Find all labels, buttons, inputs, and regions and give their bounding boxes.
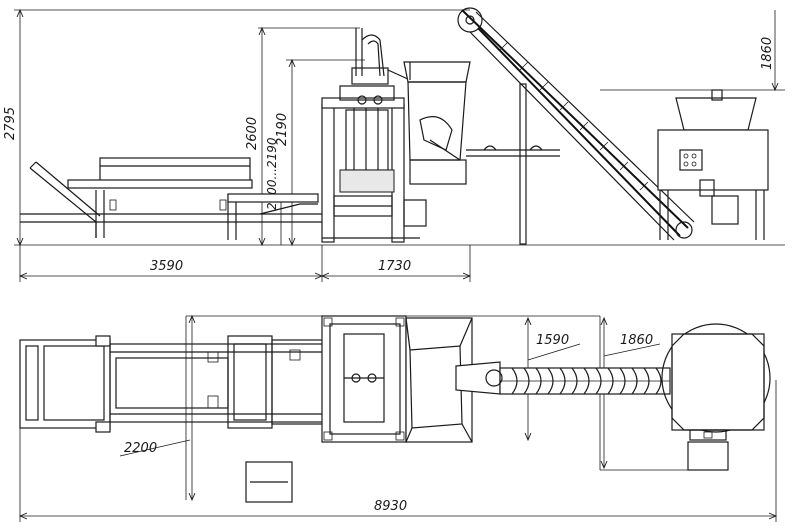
dim-mold-range: 2000...2190	[265, 137, 282, 245]
mixer-plan	[661, 323, 771, 471]
press-plan	[321, 315, 407, 443]
belt-conveyor-side	[457, 7, 695, 241]
dim-2000-2190-label: 2000...2190	[265, 137, 279, 210]
dim-overall-length: 8930	[20, 380, 776, 522]
dim-2200-label: 2200	[124, 441, 157, 456]
dim-1860-plan-label: 1860	[620, 333, 653, 348]
side-view: 2795 2600 2190 2000...2190 1860	[3, 7, 785, 282]
hopper-plan	[405, 317, 473, 443]
dim-mold-height: 2190	[275, 60, 365, 245]
pallet-conveyor-side	[20, 157, 330, 240]
dim-1590-label: 1590	[536, 333, 569, 348]
dim-3590-label: 3590	[150, 259, 183, 274]
dim-2600-label: 2600	[245, 117, 260, 150]
dim-8930-label: 8930	[374, 499, 407, 514]
pallet-conveyor-plan	[19, 335, 331, 433]
dim-mixer-top: 1860	[600, 10, 785, 90]
pallet-stack-plan	[245, 461, 293, 503]
mixer-side	[657, 89, 769, 240]
auger-plan	[455, 361, 671, 395]
dim-1730-label: 1730	[378, 259, 411, 274]
dim-overall-height: 2795	[3, 10, 470, 245]
dim-1860-side-label: 1860	[760, 37, 775, 70]
press-frame-side	[321, 28, 427, 243]
dim-lengths: 3590 1730	[20, 245, 470, 282]
feeder-hopper-side	[403, 61, 560, 245]
plan-view: 2200 1590 1860 8930	[20, 316, 776, 522]
dim-press-height: 2600	[245, 28, 360, 245]
dim-2190-label: 2190	[275, 113, 290, 146]
dim-2795-label: 2795	[3, 107, 18, 140]
